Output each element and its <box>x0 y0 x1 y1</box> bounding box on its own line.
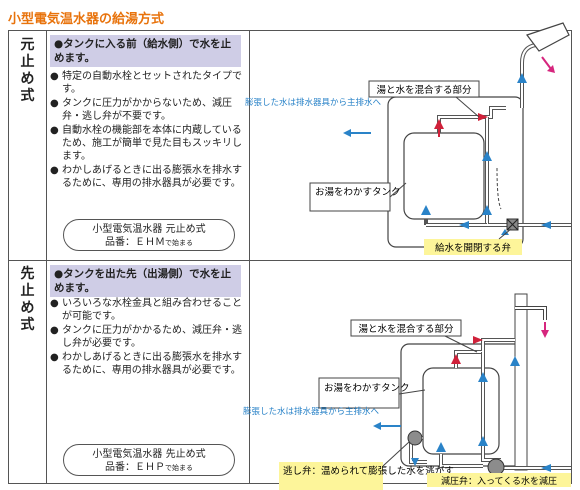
mix-label: 湯と水を混合する部分 <box>358 323 454 335</box>
row-label-char: め <box>20 71 35 87</box>
callout-box <box>368 80 480 98</box>
row-label-char: 式 <box>20 317 35 333</box>
list-item: ●わかしあげるときに出る膨張水を排水するために、専用の排水器具が必要です。 <box>50 351 242 377</box>
row-heading: ●タンクに入る前（給水側）で水を止めます。 <box>50 35 241 67</box>
sakidome-diagram: 湯と水を混合する部分 お湯をわかすタンク 膨張した水は排水器具から主排水へ 逃し… <box>243 293 571 490</box>
product-name: 小型電気温水器 元止め式 <box>92 224 206 235</box>
callout-box <box>427 473 571 487</box>
cold-flow-arrow <box>436 442 446 452</box>
faucet-icon <box>526 22 570 52</box>
drain-arrow <box>411 458 419 466</box>
hot-flow-arrow <box>473 336 483 344</box>
expansion-label: 膨張した水は排水器具から主排水へ <box>245 97 382 108</box>
feed-pipe <box>439 454 483 468</box>
cold-flow-arrow <box>478 436 488 446</box>
callout-box <box>279 462 383 490</box>
list-item: ●わかしあげるときに出る膨張水を排水するために、専用の排水器具が必要です。 <box>50 164 242 190</box>
cold-flow-arrow <box>510 356 520 366</box>
tank <box>422 367 500 455</box>
cold-flow-arrow <box>478 372 488 382</box>
product-badge: 小型電気温水器 先止め式 品番：ＥＨＰで始まる <box>63 444 235 476</box>
list-item: ●自動水栓の機能部を本体に内蔵しているため、施工が簡単で見た目もスッキリします。 <box>50 124 242 163</box>
row-label-char: 先 <box>20 266 35 282</box>
expansion-label: 膨張した水は排水器具から主排水へ <box>243 406 380 417</box>
hot-flow-arrow <box>434 119 444 129</box>
list-item: ●特定の自動水栓とセットされたタイプです。 <box>50 71 242 96</box>
feature-list: ●いろいろな水栓金具と組み合わせることが可能です。 ●タンクに圧力がかかるため、… <box>50 297 245 377</box>
callout-box <box>350 319 462 337</box>
cold-flow-arrow <box>459 221 469 229</box>
row-heading: ●タンクを出た先（出湯側）で水を止めます。 <box>50 265 241 297</box>
row-label-motodome: 元 止 め 式 <box>9 37 46 105</box>
product-name: 小型電気温水器 先止め式 <box>92 449 206 460</box>
reducing-valve-label: 減圧弁：入ってくる水を減圧 <box>441 475 557 487</box>
faucet-body-icon <box>514 293 528 471</box>
callout-box <box>318 377 400 409</box>
comparison-table: 元 止 め 式 ●タンクに入る前（給水側）で水を止めます。 ●特定の自動水栓とセ… <box>8 22 572 490</box>
row-label-char: 元 <box>20 37 35 53</box>
product-badge: 小型電気温水器 元止め式 品番：ＥＨＭで始まる <box>63 219 235 251</box>
product-model: 品番：ＥＨＰで始まる <box>105 462 193 473</box>
supply-pipe <box>485 117 513 227</box>
relief-valve-icon <box>407 430 423 446</box>
valve-label: 給水を開閉する弁 <box>435 242 512 254</box>
row-label-char: 止 <box>20 283 35 299</box>
row-label-char: 式 <box>20 88 35 104</box>
row-divider <box>9 260 571 261</box>
product-model: 品番：ＥＨＭで始まる <box>105 237 193 248</box>
list-item: ●タンクに圧力がかからないため、減圧弁・逃し弁が不要です。 <box>50 97 232 123</box>
row-label-sakidome: 先 止 め 式 <box>9 266 46 334</box>
list-item: ●いろいろな水栓金具と組み合わせることが可能です。 <box>50 298 242 323</box>
drain-pipe <box>496 167 502 210</box>
hot-flow-arrow <box>478 113 488 121</box>
cold-flow-arrow <box>541 464 551 472</box>
feature-list: ●特定の自動水栓とセットされたタイプです。 ●タンクに圧力がかからないため、減圧… <box>50 70 245 191</box>
relief-valve-label: 逃し弁：温められて膨張した水を逃がす <box>283 465 454 477</box>
tank <box>403 132 485 220</box>
column-divider <box>249 31 250 483</box>
outlet-arrow <box>541 56 552 70</box>
column-divider <box>46 31 47 483</box>
motodome-diagram: 湯と水を混合する部分 膨張した水は排水器具から主排水へ お湯をわかすタンク 給水… <box>245 22 571 255</box>
cold-flow-arrow <box>482 151 492 161</box>
list-item: ●タンクに圧力がかかるため、減圧弁・逃し弁が必要です。 <box>50 324 242 350</box>
reducing-valve-icon <box>487 458 505 476</box>
drain-arrow <box>501 229 509 235</box>
row-label-char: め <box>20 300 35 316</box>
hot-flow-arrow <box>451 354 461 364</box>
cold-flow-arrow <box>482 205 492 215</box>
mix-label: 湯と水を混合する部分 <box>376 84 472 96</box>
cold-flow-arrow <box>541 221 551 229</box>
tank-label: お湯をわかすタンク <box>315 186 401 198</box>
tank-label: お湯をわかすタンク <box>324 382 410 394</box>
row-label-char: 止 <box>20 54 35 70</box>
cold-flow-arrow <box>421 205 431 215</box>
page-title: 小型電気温水器の給湯方式 <box>8 12 165 27</box>
cold-flow-arrow <box>517 73 527 83</box>
callout-box <box>309 182 391 212</box>
callout-box <box>424 239 522 255</box>
